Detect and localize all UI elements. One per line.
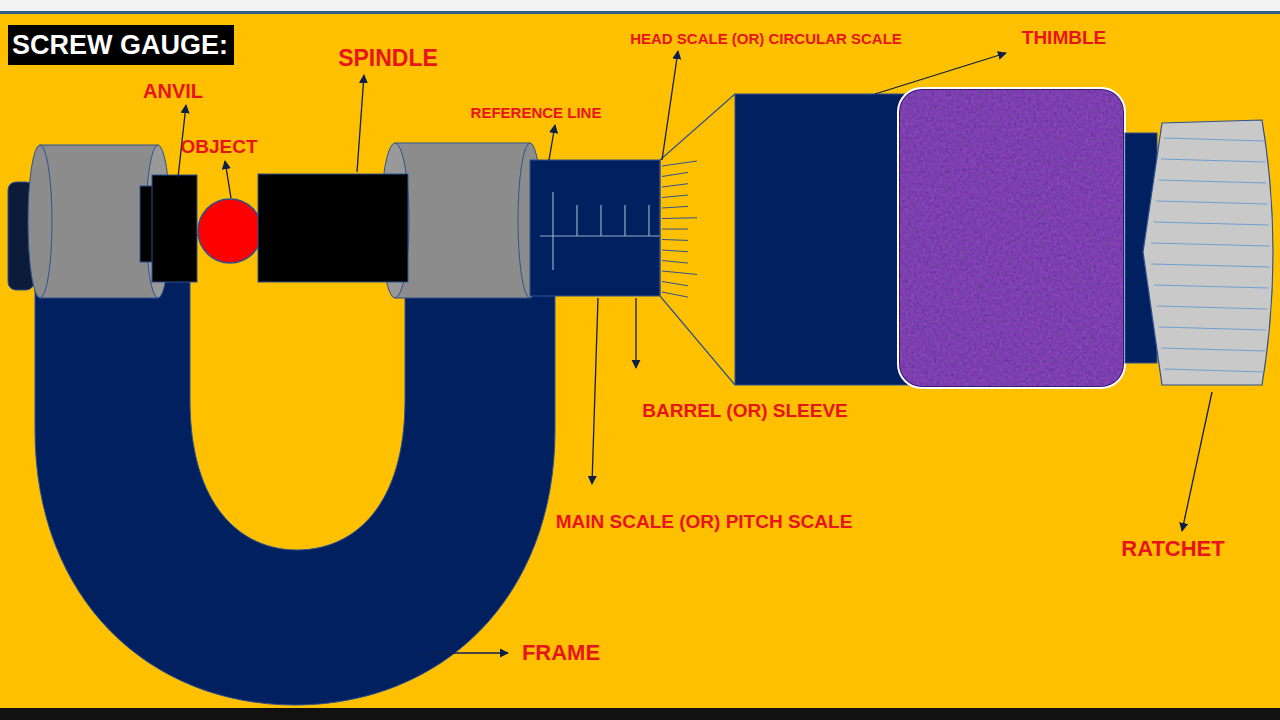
ratchet-knob: [1143, 120, 1273, 385]
top-strip: [0, 0, 1280, 11]
main-scale-tick: [552, 192, 553, 270]
circular-scale-tick: [662, 292, 688, 297]
barrel-leader: [635, 298, 636, 368]
thimble: [735, 94, 920, 385]
part-label-box: SPINDLE: [338, 47, 438, 70]
part-label: RATCHET: [1121, 536, 1224, 561]
spindle: [258, 174, 408, 282]
object-leader: [225, 161, 231, 198]
frame-leader: [425, 652, 508, 653]
main-scale-tick: [624, 205, 625, 236]
ratchet-knurl: [1162, 348, 1266, 351]
headscale-leader: [662, 51, 678, 160]
part-label: MAIN SCALE (OR) PITCH SCALE: [556, 511, 853, 532]
anvil: [140, 175, 197, 282]
ratchet-knurl: [1164, 369, 1264, 372]
part-label-box: FRAME: [522, 642, 600, 664]
main-scale-tick: [576, 205, 577, 236]
part-label-box: ANVIL: [143, 81, 203, 102]
circular-scale: [660, 94, 735, 385]
part-label-box: OBJECT: [180, 137, 257, 157]
ratchet-knurl: [1154, 222, 1269, 225]
circular-scale-tick: [662, 172, 688, 176]
ratchet-knurl: [1154, 285, 1268, 288]
part-label: REFERENCE LINE: [471, 104, 602, 121]
ratchet-knurl: [1159, 327, 1266, 330]
circular-scale-tick: [662, 217, 697, 219]
mainscale-leader: [592, 298, 598, 484]
part-label: FRAME: [522, 640, 600, 665]
part-label: ANVIL: [143, 80, 203, 102]
thimble-leader: [875, 53, 1006, 94]
top-rule: [0, 11, 1280, 14]
part-label: SPINDLE: [338, 45, 438, 71]
circular-scale-tick: [662, 229, 688, 230]
anvil-housing: [28, 145, 170, 298]
title: SCREW GAUGE:: [12, 30, 228, 60]
object-ball: [198, 199, 262, 263]
reference-leader: [549, 125, 555, 160]
part-label: THIMBLE: [1022, 27, 1106, 48]
bottom-strip: [0, 708, 1280, 720]
circular-scale-tick: [662, 206, 688, 208]
circular-scale-tick: [662, 195, 688, 197]
title-box: SCREW GAUGE:: [8, 25, 234, 65]
part-label-box: MAIN SCALE (OR) PITCH SCALE: [556, 512, 853, 532]
main-scale-tick: [600, 205, 601, 236]
ratchet-knurl: [1151, 243, 1269, 246]
ratchet-knurl: [1156, 306, 1267, 309]
part-label: HEAD SCALE (OR) CIRCULAR SCALE: [630, 30, 902, 47]
leader-lines: [178, 51, 1212, 653]
frame: [35, 235, 555, 705]
circular-scale-tick: [662, 271, 697, 274]
ratchet-leader: [1182, 392, 1212, 531]
circular-scale-tick: [662, 161, 697, 166]
part-label-box: THIMBLE: [1022, 28, 1106, 48]
circular-scale-tick: [662, 261, 688, 264]
part-label-box: RATCHET: [1121, 538, 1224, 560]
circular-scale-tick: [662, 184, 688, 187]
ratchet-knurl: [1161, 159, 1265, 162]
circular-scale-tick: [662, 282, 688, 286]
part-label-box: BARREL (OR) SLEEVE: [642, 401, 848, 421]
part-label: OBJECT: [180, 136, 257, 157]
circular-scale-tick: [662, 250, 688, 252]
ratchet-knurl: [1159, 180, 1267, 183]
barrel-sleeve: [530, 160, 660, 296]
thimble-grip: [898, 88, 1125, 388]
main-scale-tick: [648, 205, 649, 236]
ratchet-knurl: [1156, 201, 1267, 204]
spindle-leader: [357, 75, 364, 172]
ratchet-knurl: [1164, 138, 1265, 141]
part-label-box: HEAD SCALE (OR) CIRCULAR SCALE: [630, 30, 902, 48]
circular-scale-tick: [662, 239, 688, 241]
part-label-box: REFERENCE LINE: [471, 104, 602, 122]
ratchet-knurl: [1151, 264, 1269, 267]
part-label: BARREL (OR) SLEEVE: [642, 400, 848, 421]
